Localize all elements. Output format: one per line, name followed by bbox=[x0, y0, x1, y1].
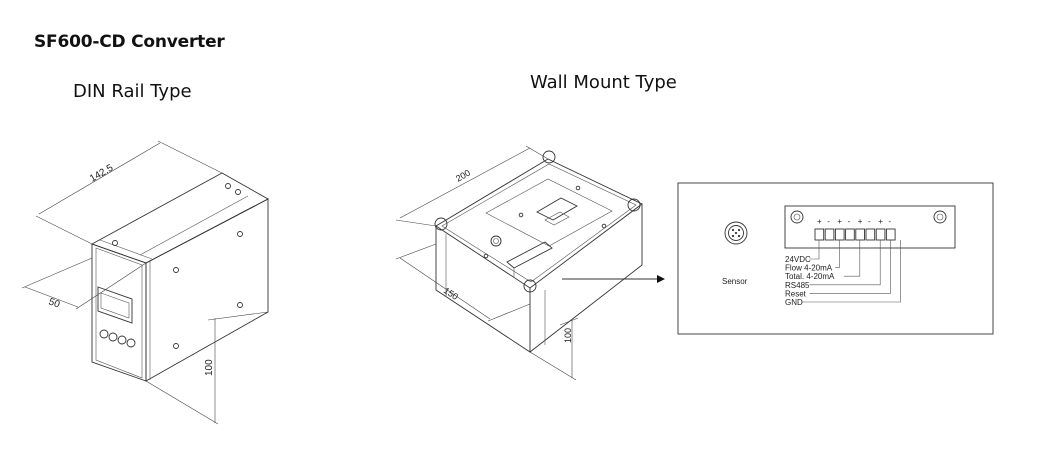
din-rail-heading: DIN Rail Type bbox=[73, 81, 192, 102]
wall-width-dimension: 150 bbox=[442, 285, 460, 302]
terminal-block bbox=[855, 228, 865, 241]
signal-wire bbox=[809, 240, 820, 260]
terminal-block bbox=[824, 228, 835, 241]
arrow-head-icon bbox=[657, 275, 665, 283]
signal-label: Reset bbox=[785, 289, 807, 298]
screw-icon bbox=[235, 189, 241, 195]
din-button-icon bbox=[99, 329, 109, 339]
screw-icon bbox=[237, 302, 243, 308]
screw-icon bbox=[112, 240, 118, 246]
terminal-polarity-label: + bbox=[837, 217, 842, 226]
sensor-connector-icon bbox=[724, 221, 748, 245]
terminal-polarity-label: + bbox=[817, 217, 822, 226]
signal-label: GND bbox=[785, 298, 803, 307]
signal-wire bbox=[800, 240, 901, 303]
signal-label: 24VDC bbox=[785, 255, 811, 264]
signal-wire bbox=[809, 240, 891, 294]
mount-screw-icon bbox=[933, 210, 947, 224]
din-rail-drawing bbox=[21, 140, 269, 425]
terminal-polarity-label: - bbox=[848, 217, 851, 226]
din-height-dimension: 100 bbox=[204, 359, 215, 376]
signal-label: Total. 4-20mA bbox=[785, 272, 835, 281]
screw-icon bbox=[173, 343, 179, 349]
signal-wire bbox=[835, 240, 840, 268]
terminal-block bbox=[814, 228, 825, 241]
terminal-block bbox=[865, 228, 876, 241]
signal-wire bbox=[809, 240, 881, 286]
din-length-dimension: 142.5 bbox=[88, 162, 116, 184]
terminal-block bbox=[875, 228, 886, 241]
wall-mount-drawing bbox=[395, 145, 665, 381]
terminal-block bbox=[845, 228, 855, 241]
terminal-block bbox=[885, 228, 896, 241]
screw-icon bbox=[225, 183, 231, 189]
screw-icon bbox=[237, 231, 243, 237]
terminal-polarity-label: + bbox=[878, 217, 883, 226]
sensor-label: Sensor bbox=[722, 277, 748, 286]
terminal-block bbox=[834, 228, 845, 241]
terminal-polarity-label: - bbox=[827, 217, 830, 226]
din-depth-dimension: 50 bbox=[47, 296, 62, 310]
signal-label: RS485 bbox=[785, 281, 810, 290]
wall-mount-heading: Wall Mount Type bbox=[530, 72, 677, 93]
signal-label: Flow 4-20mA bbox=[785, 264, 833, 273]
din-button-icon bbox=[108, 332, 118, 342]
wall-height-dimension: 100 bbox=[563, 328, 573, 343]
terminal-polarity-label: - bbox=[868, 217, 871, 226]
mount-screw-icon bbox=[790, 210, 804, 224]
page-title: SF600-CD Converter bbox=[34, 32, 225, 52]
signal-wire bbox=[843, 240, 861, 277]
terminal-polarity-label: + bbox=[858, 217, 863, 226]
screw-icon bbox=[173, 267, 179, 273]
terminal-polarity-label: - bbox=[888, 217, 891, 226]
wall-length-dimension: 200 bbox=[454, 168, 472, 184]
terminal-diagram bbox=[677, 182, 994, 335]
din-button-icon bbox=[117, 335, 127, 345]
din-button-icon bbox=[126, 338, 136, 348]
